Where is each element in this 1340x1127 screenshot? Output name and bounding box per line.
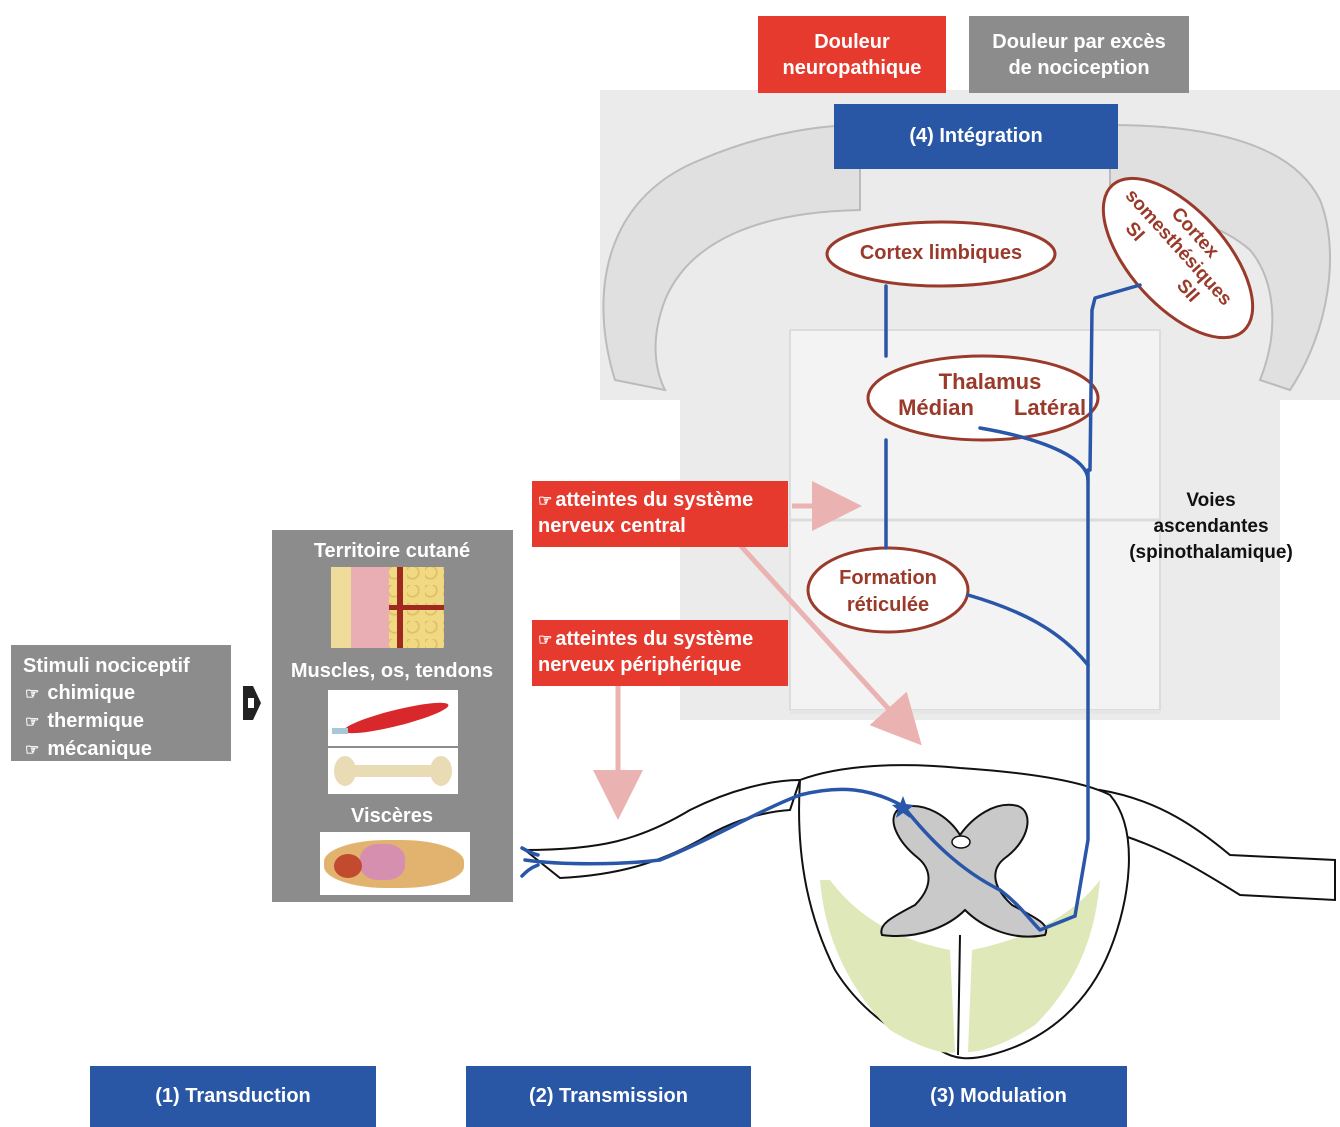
central-lesion-text: atteintes du système: [555, 489, 754, 511]
nociceptive-pain-label: Douleur par excès de nociception: [992, 30, 1166, 79]
bone-end-left: [334, 756, 356, 786]
ventral-fissure: [957, 934, 961, 1056]
tissue-cutaneous-title: Territoire cutané: [313, 540, 471, 562]
step-modulation-box: (3) Modulation: [870, 1066, 1127, 1127]
viscera-organ: [360, 844, 405, 880]
stimuli-item-label: thermique: [47, 710, 145, 732]
spinothalamic-ascending-line: [1073, 468, 1090, 918]
tissue-visceral-title: Viscères: [351, 805, 433, 827]
nociceptive-pain-box: Douleur par excès de nociception: [969, 16, 1189, 93]
skin-vessel: [389, 605, 444, 610]
skin-layers-image: [331, 567, 444, 648]
muscle-tendon: [332, 728, 348, 734]
ascending-pathways-line-1: Voies: [1186, 490, 1236, 511]
ascending-pathways-label: Voies ascendantes (spinothalamique): [1100, 488, 1322, 566]
viscera-image: [320, 832, 470, 895]
white-matter-left: [820, 880, 955, 1053]
pointing-hand-icon: ☞: [538, 493, 553, 510]
dorsal-horn-to-crossing-line: [901, 804, 1077, 932]
step-transduction-label: (1) Transduction: [155, 1085, 311, 1107]
peripheral-afferent-line: [523, 787, 905, 866]
formation-reticulee-line-2: réticulée: [846, 594, 930, 616]
stimuli-item: ☞ mécanique: [23, 736, 219, 764]
central-lesion-arrow-down: [738, 543, 922, 746]
peripheral-lesion-line: ☞atteintes du système: [538, 627, 782, 653]
afferent-fork-bottom: [520, 863, 540, 878]
stimuli-box: Stimuli nociceptif ☞chimique ☞thermique …: [11, 645, 231, 761]
white-matter-right: [968, 880, 1100, 1052]
peripheral-lesion-box: ☞atteintes du système nerveux périphériq…: [532, 620, 788, 686]
step-integration-box: (4) Intégration: [834, 104, 1118, 169]
formation-reticulee-label: Formation réticulée: [818, 565, 958, 619]
pointing-hand-icon: ☞: [25, 686, 40, 703]
thalamus-lateral-branch: [978, 426, 1090, 482]
somatosensory-branch: [1088, 283, 1142, 472]
stimuli-item-label: chimique: [47, 682, 136, 704]
tissue-panel: Territoire cutané Muscles, os, tendons V…: [272, 530, 513, 902]
cortex-limbiques-ellipse: [825, 220, 1057, 288]
peripheral-lesion-line: nerveux périphérique: [538, 654, 742, 676]
skin-epidermis: [331, 567, 351, 648]
nociceptive-pathway: [520, 283, 1142, 932]
thalamus-label: Thalamus: [938, 369, 1042, 394]
step-integration-label: (4) Intégration: [909, 125, 1043, 147]
bone-shaft: [344, 765, 442, 777]
viscera-organ: [334, 854, 362, 878]
pointing-hand-icon: ☞: [25, 742, 40, 759]
stimuli-arrow-icon: [243, 686, 261, 720]
thalamus-ellipse: [866, 354, 1100, 442]
peripheral-lesion-text: atteintes du système: [555, 628, 754, 650]
grey-matter: [880, 803, 1048, 938]
pointing-hand-icon: ☞: [25, 714, 40, 731]
step-transmission-box: (2) Transmission: [466, 1066, 751, 1127]
neuropathic-pain-box: Douleur neuropathique: [758, 16, 946, 93]
synapse-star-icon: [892, 796, 914, 818]
formation-reticulee-ellipse: [806, 546, 970, 634]
muscle-image: [328, 690, 458, 746]
step-transduction-box: (1) Transduction: [90, 1066, 376, 1127]
central-canal: [951, 835, 971, 849]
formation-reticulee-line-1: Formation: [839, 567, 937, 589]
thalamus-lateral-label: Latéral: [1013, 395, 1087, 420]
step-modulation-label: (3) Modulation: [930, 1085, 1067, 1107]
thalamus-median-label: Médian: [898, 395, 974, 420]
bone-image: [328, 748, 458, 794]
cortex-somesthesiques-ellipse: [1101, 176, 1255, 340]
skin-dermis: [351, 567, 389, 648]
muscle-belly: [341, 697, 451, 739]
step-transmission-label: (2) Transmission: [529, 1085, 688, 1107]
ascending-pathways-line-3: (spinothalamique): [1129, 542, 1293, 563]
ascending-pathways-line-2: ascendantes: [1153, 516, 1269, 537]
afferent-fork-top: [520, 846, 540, 857]
central-lesion-line: ☞atteintes du système: [538, 488, 782, 514]
bone-end-right: [430, 756, 452, 786]
central-lesion-line: nerveux central: [538, 515, 686, 537]
stimuli-item: ☞ thermique: [23, 708, 219, 736]
neuropathic-pain-label: Douleur neuropathique: [782, 30, 922, 79]
nerve-root-right: [1098, 788, 1336, 902]
stimuli-item-label: mécanique: [47, 738, 152, 760]
pointing-hand-icon: ☞: [538, 632, 553, 649]
stimuli-title: Stimuli nociceptif: [23, 655, 190, 677]
tissue-musculoskeletal-title: Muscles, os, tendons: [290, 660, 494, 682]
spinal-cord: [522, 764, 1336, 1060]
central-lesion-box: ☞atteintes du système nerveux central: [532, 481, 788, 547]
cortex-limbiques-label: Cortex limbiques: [859, 242, 1023, 264]
reticular-branch: [966, 593, 1090, 667]
stimuli-item: ☞ chimique: [23, 680, 219, 708]
